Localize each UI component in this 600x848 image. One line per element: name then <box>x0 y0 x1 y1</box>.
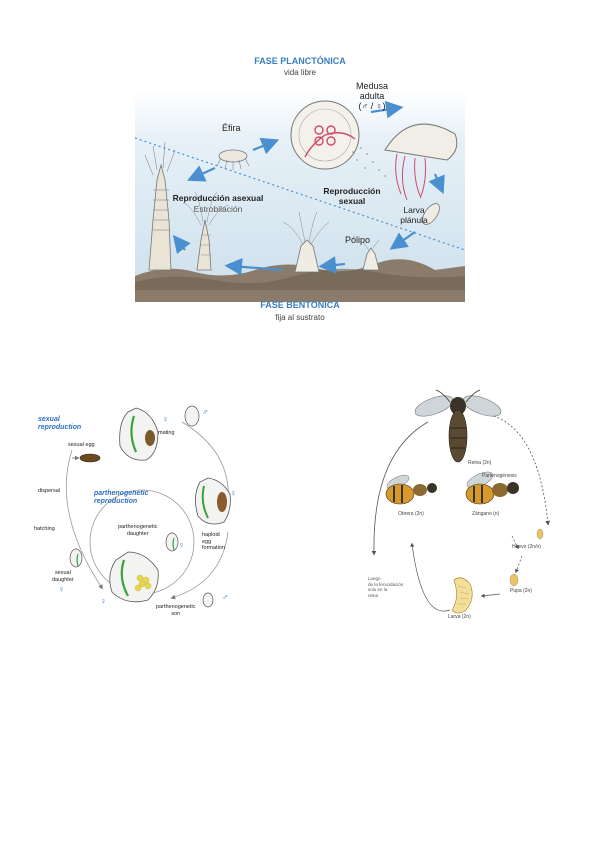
strobilation-polyp-drawing <box>182 191 230 271</box>
daphnia-parthenogenetic-mother-drawing <box>109 551 159 603</box>
daphnia-mating-female-drawing <box>119 407 159 461</box>
efira-label: Éfira <box>222 123 241 133</box>
egg-label: Huevo (2n/n) <box>512 544 541 550</box>
queen-bee-drawing <box>414 389 502 463</box>
egg-drawing <box>536 528 544 540</box>
female-symbol-center: ♀ <box>178 540 185 550</box>
phase-planktonic-title: FASE PLANCTÓNICA <box>254 56 346 66</box>
queen-label: Reina (2n) <box>468 460 492 466</box>
asexual-reproduction-label: Reproducción asexual Estrobilación <box>172 193 264 214</box>
honeybee-illustration <box>371 389 551 614</box>
medusa-top-view-drawing <box>290 100 360 170</box>
female-symbol-right: ♀ <box>230 488 237 498</box>
ephyra-drawing <box>216 149 250 170</box>
mating-label: mating <box>158 430 175 436</box>
medusa-side-view-drawing <box>352 123 458 201</box>
sexual-egg-drawing <box>79 453 101 463</box>
phase-benthic-title: FASE BENTÓNICA <box>260 300 340 310</box>
phase-planktonic-subtitle: vida libre <box>283 68 316 77</box>
male-symbol-bottom: ♂ <box>222 592 229 602</box>
small-daphnia-drawings <box>69 405 214 608</box>
worker-label: Obrera (2n) <box>398 511 424 517</box>
male-symbol-top: ♂ <box>202 407 209 417</box>
larva-label: Larva (2n) <box>448 614 471 620</box>
drone-label: Zángano (n) <box>472 511 500 517</box>
jellyfish-illustration <box>134 90 466 302</box>
drone-bee-drawing <box>465 471 519 505</box>
hatching-label: hatching <box>34 526 55 532</box>
cycle-arrows <box>172 100 445 276</box>
polyp-drawing <box>362 239 380 271</box>
female-symbol-top: ♀ <box>162 414 169 424</box>
dispersal-label: dispersal <box>38 488 61 494</box>
female-symbol-bottom: ♀ <box>100 596 107 606</box>
polipo-label: Pólipo <box>345 235 371 245</box>
large-polyp-drawing <box>282 211 330 273</box>
parthenogenesis-label: Partenogénesis <box>482 473 517 479</box>
honeybee-lifecycle-diagram: Reina (2n) Partenogénesis Obrera (2n) Zá… <box>362 384 568 628</box>
worker-bee-drawing <box>385 474 437 505</box>
phase-benthic-subtitle: fija al sustrato <box>275 313 325 322</box>
planula-larva-drawing <box>422 203 440 225</box>
pupa-drawing <box>509 573 519 587</box>
daphnia-illustration <box>65 405 231 608</box>
sexual-egg-label: sexual egg <box>68 442 95 448</box>
female-symbol-left: ♀ <box>58 584 65 594</box>
larva-drawing <box>451 577 473 614</box>
daphnia-haploid-mother-drawing <box>195 477 231 525</box>
strobila-drawing <box>144 141 176 271</box>
pupa-label: Pupa (2n) <box>510 588 532 594</box>
